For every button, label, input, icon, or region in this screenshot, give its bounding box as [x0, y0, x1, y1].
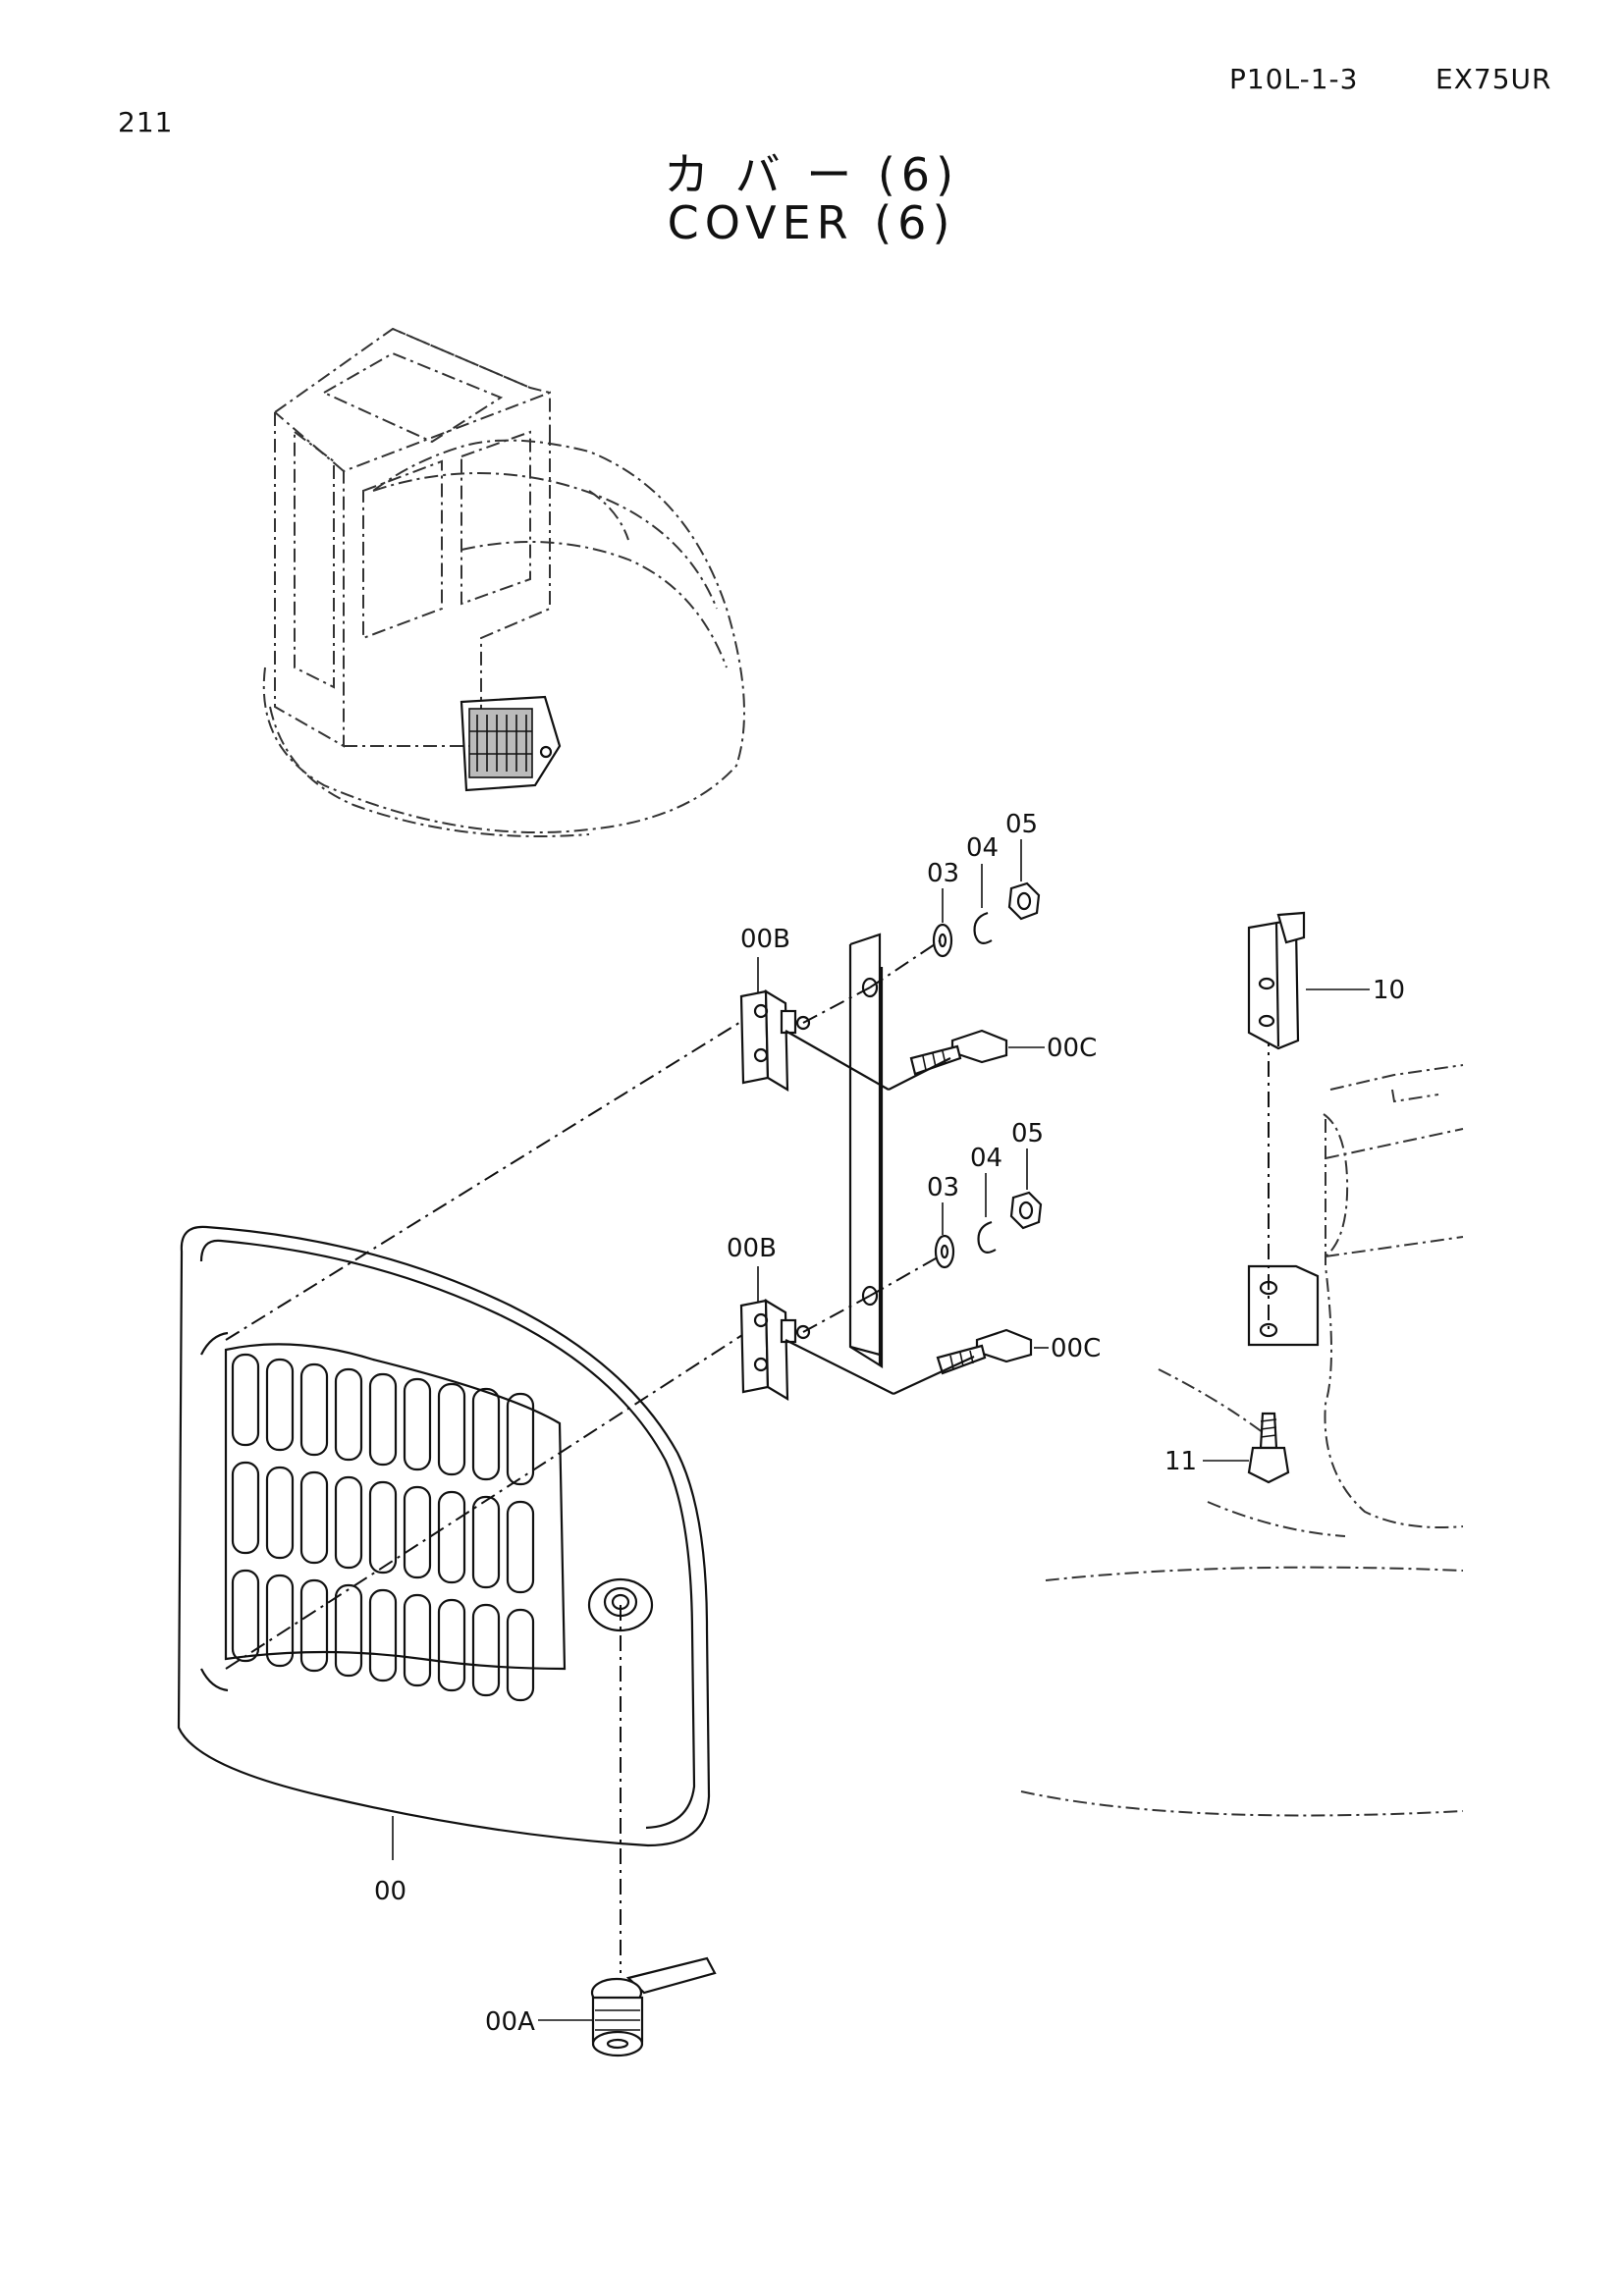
callout-10: 10 — [1373, 976, 1405, 1005]
title-english: COVER (6) — [667, 196, 956, 249]
figure-code: P10L-1-3 — [1229, 63, 1359, 95]
callout-11: 11 — [1164, 1447, 1197, 1476]
hinge-lower — [739, 1299, 811, 1401]
cover-panel — [177, 1225, 711, 1847]
leader-lines — [392, 839, 1370, 2021]
callout-05-upper: 05 — [1005, 810, 1038, 839]
callout-05-lower: 05 — [1011, 1119, 1044, 1148]
hardware-upper — [932, 881, 1041, 958]
callout-04-lower: 04 — [970, 1144, 1002, 1173]
machine-body-section — [1020, 1064, 1464, 1817]
mounting-channel — [848, 933, 884, 1368]
title-japanese: カ バ ー (6) — [663, 148, 960, 201]
callout-00C-upper: 00C — [1047, 1034, 1097, 1063]
callout-03-upper: 03 — [927, 859, 959, 888]
lock-cylinder — [590, 1956, 717, 2057]
callout-labels: 00 00A 00B 00B 00C 00C 03 04 05 03 04 05… — [374, 810, 1405, 2037]
hardware-lower — [934, 1191, 1043, 1269]
explode-lines — [225, 939, 1270, 1973]
callout-00C-lower: 00C — [1051, 1334, 1101, 1363]
callout-04-upper: 04 — [966, 833, 999, 863]
callout-03-lower: 03 — [927, 1173, 959, 1202]
page-number: 211 — [118, 106, 174, 138]
bolt-upper — [909, 1029, 1008, 1076]
hinge-upper — [739, 989, 811, 1092]
bolt-11 — [1247, 1412, 1290, 1484]
machine-overview-illustration — [262, 327, 745, 837]
callout-00A: 00A — [485, 2007, 535, 2037]
bracket — [1247, 911, 1306, 1050]
bolt-lower — [936, 1328, 1033, 1375]
callout-00B-upper: 00B — [740, 925, 790, 954]
callout-00B-lower: 00B — [727, 1234, 777, 1263]
grille-slots — [231, 1353, 535, 1702]
model-number: EX75UR — [1435, 63, 1552, 95]
callout-00: 00 — [374, 1877, 406, 1906]
